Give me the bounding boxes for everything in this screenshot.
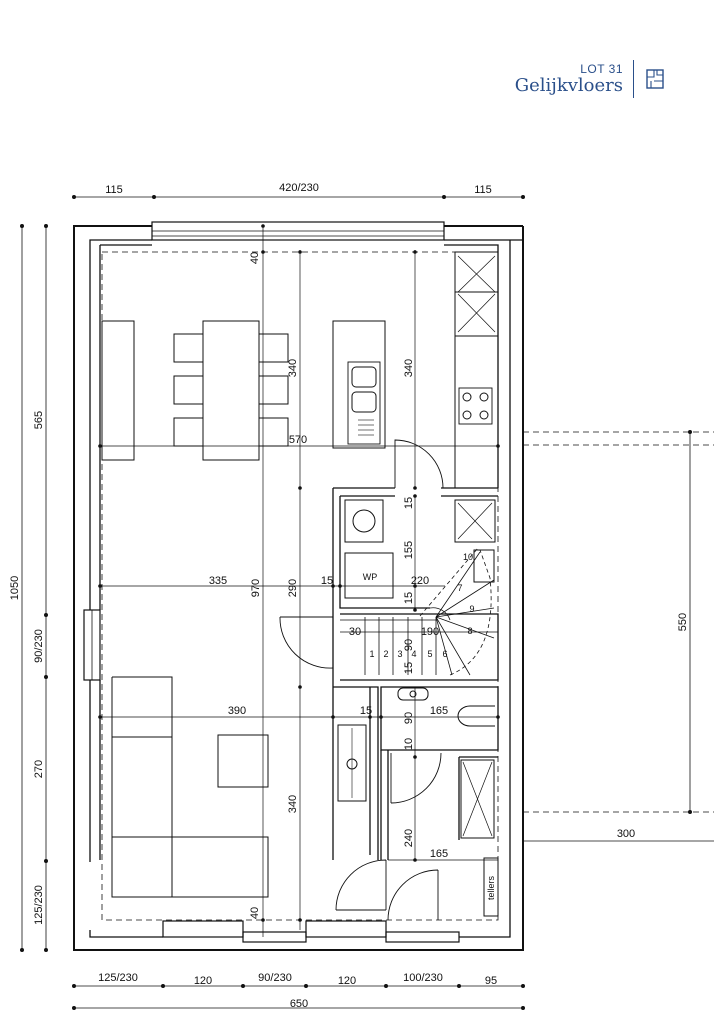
dining-area — [101, 320, 289, 461]
title-block: LOT 31 Gelijkvloers — [515, 60, 664, 98]
dim-gap-15-a: 15 — [321, 575, 333, 587]
title-separator — [633, 60, 634, 98]
dim-bottom-total: 650 — [290, 998, 308, 1010]
outer-walls — [73, 221, 524, 951]
dim-wc-165: 165 — [430, 705, 448, 717]
step-number: 8 — [467, 626, 472, 636]
dim-stair-15: 15 — [403, 592, 415, 604]
step-number: 3 — [397, 649, 402, 659]
kitchen — [332, 251, 499, 489]
dim-utility-155: 155 — [403, 541, 415, 559]
dim-utility-15: 15 — [403, 497, 415, 509]
interior-walls — [332, 487, 499, 860]
dim-stair-30: 30 — [349, 626, 361, 638]
dim-stair-15b: 15 — [403, 662, 415, 674]
dim-wc-10: 10 — [403, 738, 415, 750]
dim-width-335: 335 — [209, 575, 227, 587]
dim-entry-340: 340 — [287, 795, 299, 813]
step-number: 7 — [457, 583, 462, 593]
step-number: 1 — [369, 649, 374, 659]
dim-height-290: 290 — [287, 579, 299, 597]
title-text: LOT 31 Gelijkvloers — [515, 62, 623, 96]
dim-width-570: 570 — [289, 434, 307, 446]
dim-left-4: 125/230 — [33, 885, 45, 925]
dim-height-970: 970 — [250, 579, 262, 597]
floor-name: Gelijkvloers — [514, 75, 623, 96]
interior-dimension-ticks — [98, 224, 500, 922]
step-number: 2 — [383, 649, 388, 659]
dim-left-1: 565 — [33, 411, 45, 429]
dim-entry-240: 240 — [403, 829, 415, 847]
interior-dimension-lines — [100, 226, 498, 937]
dim-entry-165: 165 — [430, 848, 448, 860]
dim-kitchen-340-a: 340 — [287, 359, 299, 377]
dim-bottom-5: 100/230 — [403, 972, 443, 984]
dimension-ticks — [20, 195, 692, 1010]
dim-terrace-length: 550 — [677, 613, 689, 631]
dim-width-390: 390 — [228, 705, 246, 717]
step-number: 5 — [427, 649, 432, 659]
dim-top-left: 115 — [105, 184, 123, 196]
dim-bottom-6: 95 — [485, 975, 497, 987]
heat-pump-label: WP — [363, 572, 378, 582]
dim-terrace-depth: 300 — [617, 828, 635, 840]
dim-bottom-40: 40 — [249, 907, 261, 919]
dim-top-right: 115 — [474, 184, 492, 196]
dim-top-40: 40 — [249, 252, 261, 264]
floorplan-icon — [646, 69, 664, 89]
dim-bottom-1: 125/230 — [98, 972, 138, 984]
dim-kitchen-340-b: 340 — [403, 359, 415, 377]
dim-top-center: 420/230 — [279, 182, 319, 194]
utility-room — [344, 499, 496, 599]
dim-left-3: 270 — [33, 760, 45, 778]
dim-bottom-2: 120 — [194, 975, 212, 987]
doors — [279, 439, 444, 921]
dim-bottom-3: 90/230 — [258, 972, 292, 984]
step-number: 6 — [442, 649, 447, 659]
dim-stair-190: 190 — [421, 626, 439, 638]
stair-step-numbers: 1 2 3 4 5 6 7 8 9 10 — [369, 552, 474, 659]
bathroom-fixtures — [337, 687, 499, 917]
terrace-outline — [523, 431, 714, 813]
step-number: 9 — [469, 604, 474, 614]
dim-gap-15-b: 15 — [360, 705, 372, 717]
living-area — [111, 676, 269, 898]
dim-stair-220: 220 — [411, 575, 429, 587]
dim-left-2: 90/230 — [33, 629, 45, 663]
staircase — [340, 547, 495, 676]
step-number: 4 — [411, 649, 416, 659]
dim-wc-90: 90 — [403, 712, 415, 724]
step-number: 10 — [463, 552, 473, 562]
dimension-lines — [21, 196, 714, 1009]
dim-stair-90: 90 — [403, 639, 415, 651]
dim-bottom-4: 120 — [338, 975, 356, 987]
meters-label: tellers — [486, 876, 496, 901]
lot-number: LOT 31 — [580, 62, 623, 76]
dim-left-total: 1050 — [9, 576, 21, 600]
